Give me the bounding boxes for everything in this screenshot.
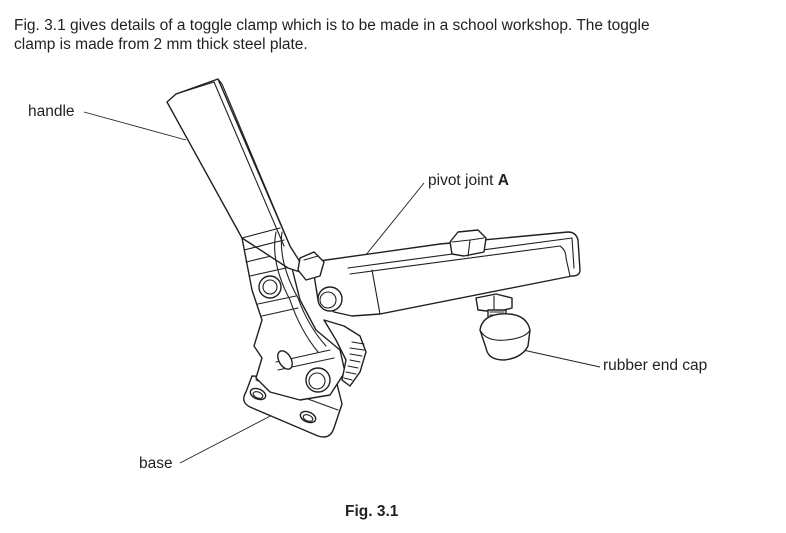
label-rubber-end-cap: rubber end cap (603, 357, 708, 374)
pivot-pin-upper-left (259, 276, 281, 298)
pivot-pins (259, 276, 342, 392)
label-pivot-joint-text: pivot joint (428, 172, 498, 189)
base-leader-line (180, 412, 278, 463)
handle-leader-line (84, 112, 186, 140)
serrated-jaw (324, 320, 366, 386)
label-base: base (139, 455, 173, 472)
rubber-cap-leader-line (523, 350, 600, 367)
label-pivot-joint: pivot joint A (428, 172, 509, 190)
pivot-pin-lower (306, 368, 330, 392)
figure-caption: Fig. 3.1 (345, 503, 399, 520)
side-frame (242, 232, 345, 400)
intro-line-2: clamp is made from 2 mm thick steel plat… (14, 36, 308, 53)
rubber-end-cap-assembly (476, 294, 530, 360)
label-pivot-joint-letter: A (497, 172, 509, 189)
question-intro: Fig. 3.1 gives details of a toggle clamp… (14, 16, 774, 54)
intro-line-1: Fig. 3.1 gives details of a toggle clamp… (14, 17, 650, 34)
clamp-arm (312, 230, 580, 316)
rubber-end-cap (480, 314, 530, 360)
label-handle: handle (28, 103, 75, 120)
link-clip (298, 252, 324, 280)
